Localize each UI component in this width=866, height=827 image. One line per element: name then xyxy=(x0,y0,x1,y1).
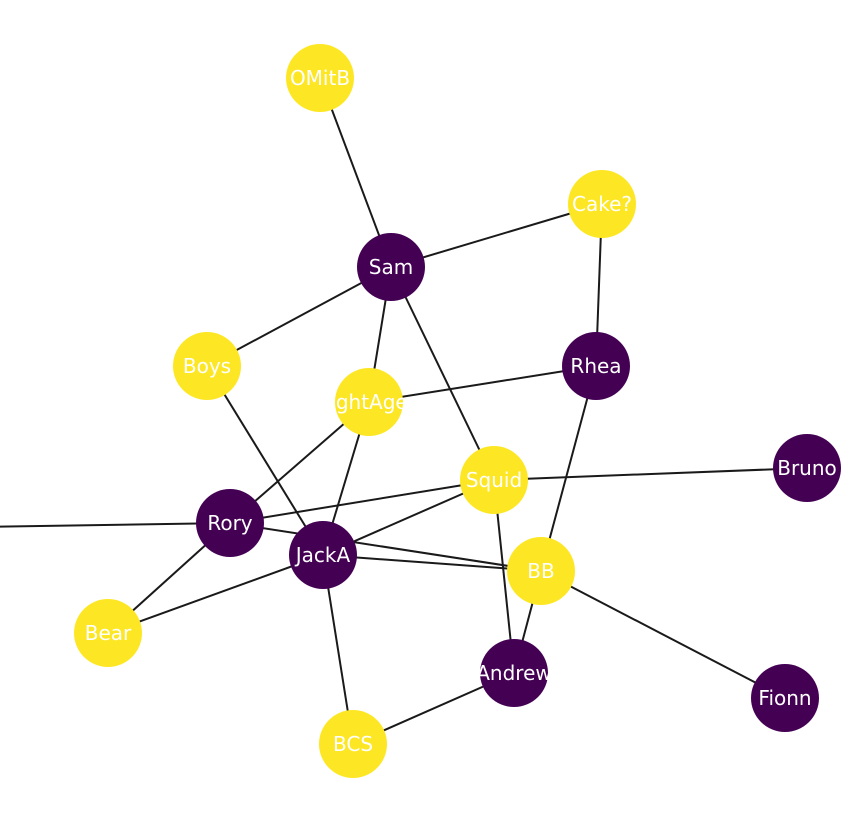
edge-squid-rory xyxy=(229,479,495,524)
node-label-fionn: Fionn xyxy=(758,686,811,710)
node-circle-bruno xyxy=(773,434,841,502)
node-label-squid: Squid xyxy=(466,468,522,492)
edge-jacka-bear xyxy=(107,554,324,634)
edge-bb-fionn xyxy=(540,570,786,699)
node-label-bcs: BCS xyxy=(333,732,373,756)
node-omitb: OMitB xyxy=(286,44,354,112)
node-circle-rory xyxy=(196,489,264,557)
node-circle-jacka xyxy=(289,521,357,589)
node-circle-bcs xyxy=(319,710,387,778)
node-label-bb: BB xyxy=(527,559,554,583)
node-circle-bear xyxy=(74,599,142,667)
node-label-sam: Sam xyxy=(369,255,413,279)
node-fionn: Fionn xyxy=(751,664,819,732)
node-label-jacka: JackA xyxy=(294,543,351,567)
node-bb: BB xyxy=(507,537,575,605)
node-sam: Sam xyxy=(357,233,425,301)
node-bear: Bear xyxy=(74,599,142,667)
node-label-nightage: ightAge xyxy=(330,390,407,414)
node-circle-sam xyxy=(357,233,425,301)
node-label-rory: Rory xyxy=(207,511,252,535)
node-bruno: Bruno xyxy=(773,434,841,502)
edge-sam-squid xyxy=(390,266,495,481)
edge-rory-offscreen xyxy=(0,522,231,528)
node-circle-omitb xyxy=(286,44,354,112)
edge-squid-bruno xyxy=(493,467,808,481)
node-label-bear: Bear xyxy=(85,621,132,645)
node-label-bruno: Bruno xyxy=(777,456,837,480)
node-circle-nightage xyxy=(335,368,403,436)
node-circle-bb xyxy=(507,537,575,605)
node-label-andrew: Andrew xyxy=(476,661,552,685)
node-jacka: JackA xyxy=(289,521,357,589)
node-cakeq: Cake? xyxy=(568,170,636,238)
node-circle-cakeq xyxy=(568,170,636,238)
node-rhea: Rhea xyxy=(562,332,630,400)
node-label-rhea: Rhea xyxy=(570,354,621,378)
node-label-cakeq: Cake? xyxy=(572,192,632,216)
edge-rhea-bb xyxy=(540,365,597,572)
node-squid: Squid xyxy=(460,446,528,514)
edge-boys-jacka xyxy=(206,365,324,556)
node-label-boys: Boys xyxy=(183,354,231,378)
edge-jacka-bb xyxy=(322,554,542,572)
node-circle-andrew xyxy=(480,639,548,707)
node-bcs: BCS xyxy=(319,710,387,778)
node-circle-squid xyxy=(460,446,528,514)
edge-sam-cakeq xyxy=(390,203,603,268)
node-boys: Boys xyxy=(173,332,241,400)
edge-sam-boys xyxy=(206,266,392,367)
node-label-omitb: OMitB xyxy=(290,66,350,90)
node-circle-rhea xyxy=(562,332,630,400)
node-rory: Rory xyxy=(196,489,264,557)
node-circle-boys xyxy=(173,332,241,400)
node-circle-fionn xyxy=(751,664,819,732)
node-nightage: ightAge xyxy=(330,368,408,436)
edge-rory-bb xyxy=(229,522,542,572)
node-andrew: Andrew xyxy=(476,639,552,707)
edge-rhea-nightage xyxy=(368,365,597,403)
